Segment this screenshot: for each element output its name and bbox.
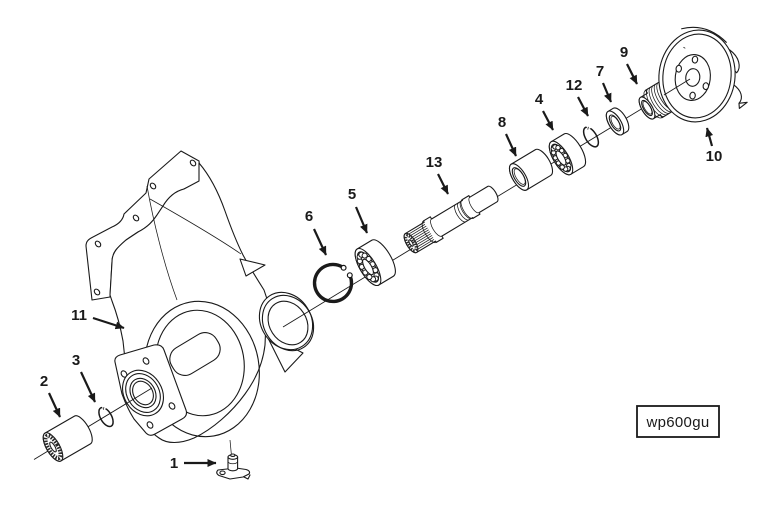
callout-arrow xyxy=(601,82,613,103)
pulley-rim-inner xyxy=(662,33,732,119)
pulley-center-hole xyxy=(685,68,701,87)
callout-5: 5 xyxy=(348,186,369,234)
callout-arrow xyxy=(80,371,96,403)
callout-arrow xyxy=(542,110,554,131)
housing-port xyxy=(258,291,315,352)
callout-3: 3 xyxy=(72,352,96,403)
axis-line-on-pulley xyxy=(663,78,691,96)
callout-label: 2 xyxy=(40,373,48,390)
fan-blade xyxy=(732,83,742,104)
pulley-bolt-holes xyxy=(675,55,710,100)
callout-6: 6 xyxy=(305,208,327,256)
callout-arrow xyxy=(437,173,449,195)
callout-arrow xyxy=(313,228,327,256)
callout-12: 12 xyxy=(566,77,589,117)
impeller-shaft xyxy=(403,185,499,254)
callout-4: 4 xyxy=(535,91,554,131)
splined-coupling xyxy=(42,415,93,462)
callout-arrow xyxy=(504,133,518,157)
callout-1: 1 xyxy=(170,455,217,472)
fitting-leader-line xyxy=(229,439,232,457)
callout-8: 8 xyxy=(498,114,518,157)
callout-10: 10 xyxy=(705,127,723,165)
figure-code-box: wp600gu xyxy=(636,405,720,438)
fan-blade-tab xyxy=(738,101,748,109)
front-flange-bolt-holes xyxy=(120,357,176,429)
callout-label: 7 xyxy=(596,63,604,80)
callout-9: 9 xyxy=(620,44,638,85)
callouts: 1 2 3 4 5 6 7 8 xyxy=(40,44,723,472)
callout-label: 5 xyxy=(348,186,356,203)
housing-gusset-top xyxy=(239,258,266,277)
callout-label: 13 xyxy=(426,154,443,171)
snap-ring xyxy=(582,123,600,148)
pulley-hub xyxy=(674,54,711,101)
callout-label: 12 xyxy=(566,77,583,94)
seal-washer xyxy=(605,107,630,136)
callout-13: 13 xyxy=(426,154,449,195)
housing-crease-line xyxy=(146,185,178,301)
retaining-ring xyxy=(312,262,354,304)
rear-bearing xyxy=(548,133,587,176)
callout-label: 1 xyxy=(170,455,178,472)
callout-label: 10 xyxy=(706,148,723,165)
sleeve-spacer xyxy=(508,148,554,191)
callout-7: 7 xyxy=(596,63,613,103)
callout-11: 11 xyxy=(71,307,125,330)
callout-arrow xyxy=(577,96,589,117)
callout-label: 9 xyxy=(620,44,628,61)
callout-label: 8 xyxy=(498,114,506,131)
callout-arrow xyxy=(705,127,714,147)
callout-label: 11 xyxy=(71,307,87,324)
front-bearing xyxy=(354,239,396,287)
housing-crease-line xyxy=(149,198,242,255)
callout-label: 4 xyxy=(535,91,544,108)
callout-arrow xyxy=(626,63,638,85)
pump-housing xyxy=(85,150,315,457)
callout-arrow xyxy=(92,316,125,330)
pulley xyxy=(658,26,748,123)
figure-code-label: wp600gu xyxy=(646,414,710,431)
volute-bore-opening xyxy=(169,332,221,376)
callout-2: 2 xyxy=(40,373,61,418)
callout-label: 3 xyxy=(72,352,80,369)
callout-arrow xyxy=(354,206,369,234)
callout-label: 6 xyxy=(305,208,313,225)
pulley-back-rim xyxy=(681,26,727,43)
callout-arrow xyxy=(48,392,61,418)
flange-bolt-holes xyxy=(93,159,197,296)
drain-fitting xyxy=(216,453,251,480)
o-ring xyxy=(98,403,114,428)
